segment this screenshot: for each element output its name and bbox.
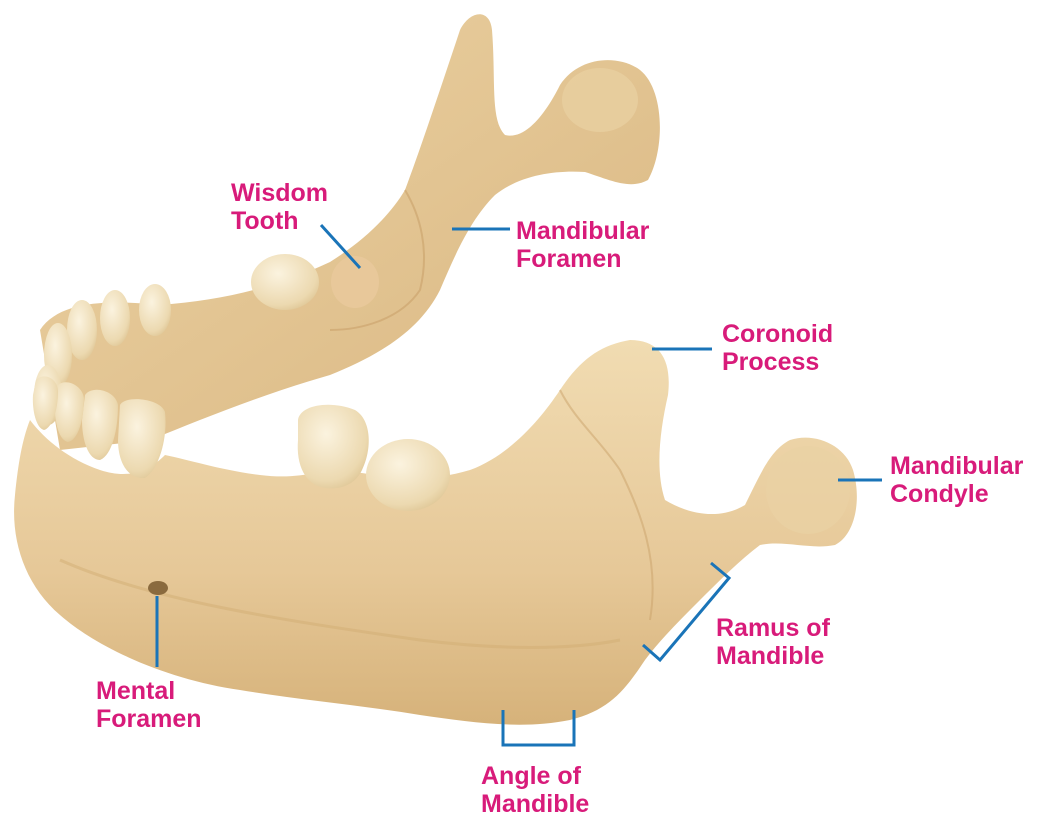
mental-foramen-label-line2: Foramen [96,705,202,733]
mandibular-foramen-label-line2: Foramen [516,245,649,273]
coronoid-process-label-line2: Process [722,348,833,376]
mental-foramen-hole [148,581,168,595]
angle-of-mandible-label-line2: Mandible [481,790,589,818]
mental-foramen-label-line1: Mental [96,677,202,705]
mental-foramen-label: Mental Foramen [96,677,202,733]
near-condyle [766,446,850,534]
wisdom-tooth-label-line2: Tooth [231,207,328,235]
angle-of-mandible-label-line1: Angle of [481,762,589,790]
wisdom-tooth-label-line1: Wisdom [231,179,328,207]
far-condyle [562,68,638,132]
mandibular-condyle-label-line2: Condyle [890,480,1023,508]
angle-of-mandible-label: Angle of Mandible [481,762,589,818]
ramus-of-mandible-label-line1: Ramus of [716,614,830,642]
ramus-of-mandible-label: Ramus of Mandible [716,614,830,670]
mandibular-condyle-label-line1: Mandibular [890,452,1023,480]
near-premolar-molar [298,405,369,489]
mandibular-foramen-label-line1: Mandibular [516,217,649,245]
coronoid-process-label-line1: Coronoid [722,320,833,348]
coronoid-process-label: Coronoid Process [722,320,833,376]
mandibular-foramen-label: Mandibular Foramen [516,217,649,273]
near-molar [366,439,450,511]
ramus-of-mandible-label-line2: Mandible [716,642,830,670]
wisdom-tooth-label: Wisdom Tooth [231,179,328,235]
mandibular-condyle-label: Mandibular Condyle [890,452,1023,508]
far-molar [251,254,319,310]
